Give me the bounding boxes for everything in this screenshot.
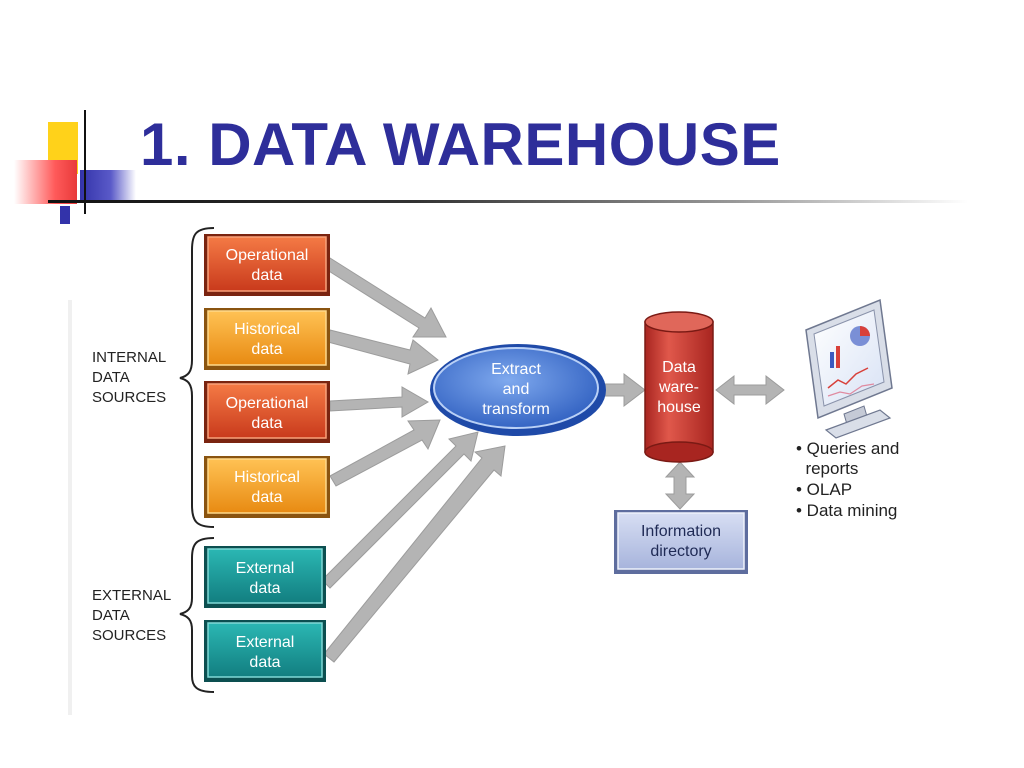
scan-edge	[68, 300, 72, 715]
directory-line-2: directory	[650, 543, 711, 560]
external-group-label-3: SOURCES	[92, 627, 166, 644]
source-2-line-1: Historical	[234, 321, 300, 338]
title-ornament-blue	[80, 170, 136, 200]
external-group-label-2: DATA	[92, 607, 130, 624]
source-6-line-1: External	[236, 634, 295, 651]
source-1-line-2: data	[251, 267, 282, 284]
title-underline	[48, 200, 968, 203]
warehouse-line-2: ware-	[658, 379, 699, 396]
extract-transform-node: Extract and transform	[430, 344, 606, 436]
process-line-2: and	[503, 381, 530, 398]
flow-arrow-to-warehouse	[603, 372, 646, 408]
output-item-2: • OLAP	[796, 480, 852, 499]
flow-arrow-1	[323, 257, 447, 338]
title-ornament-vertical-line	[84, 110, 86, 214]
source-box-external-2: External data	[204, 620, 326, 682]
title-ornament-blue-small	[60, 206, 70, 224]
title-ornament-red	[14, 160, 77, 204]
flow-arrow-4	[329, 419, 441, 487]
process-line-1: Extract	[491, 361, 541, 378]
slide-title: 1. DATA WAREHOUSE	[140, 111, 781, 178]
source-2-line-2: data	[251, 341, 282, 358]
flow-arrow-2	[327, 329, 439, 375]
source-4-line-1: Historical	[234, 469, 300, 486]
internal-group-label-3: SOURCES	[92, 389, 166, 406]
flow-arrow-warehouse-monitor	[715, 374, 785, 406]
source-6-line-2: data	[249, 654, 280, 671]
external-sources-brace	[179, 537, 215, 693]
information-directory-box: Information directory	[614, 510, 748, 574]
source-box-operational-1: Operational data	[204, 234, 330, 296]
flow-arrow-3	[329, 386, 430, 418]
flow-arrow-warehouse-directory	[664, 461, 696, 510]
process-line-3: transform	[482, 401, 550, 418]
warehouse-line-1: Data	[662, 359, 696, 376]
external-group-label-1: EXTERNAL	[92, 587, 171, 604]
monitor-icon	[805, 298, 893, 439]
source-box-historical-2: Historical data	[204, 456, 330, 518]
internal-group-label-1: INTERNAL	[92, 349, 166, 366]
internal-group-label-2: DATA	[92, 369, 130, 386]
flow-arrow-5	[321, 431, 479, 589]
source-4-line-2: data	[251, 489, 282, 506]
directory-line-1: Information	[641, 523, 721, 540]
source-1-line-1: Operational	[226, 247, 309, 264]
source-box-historical-1: Historical data	[204, 308, 330, 370]
output-item-1-cont: reports	[796, 459, 858, 478]
source-box-external-1: External data	[204, 546, 326, 608]
source-5-line-2: data	[249, 580, 280, 597]
source-3-line-1: Operational	[226, 395, 309, 412]
output-item-3: • Data mining	[796, 501, 897, 520]
source-box-operational-2: Operational data	[204, 381, 330, 443]
output-item-1: • Queries and	[796, 439, 899, 458]
source-5-line-1: External	[236, 560, 295, 577]
internal-sources-brace	[179, 227, 215, 528]
source-3-line-2: data	[251, 415, 282, 432]
warehouse-line-3: house	[657, 399, 701, 416]
flow-arrow-6	[323, 445, 506, 663]
data-warehouse-cylinder: Data ware- house	[644, 311, 714, 463]
